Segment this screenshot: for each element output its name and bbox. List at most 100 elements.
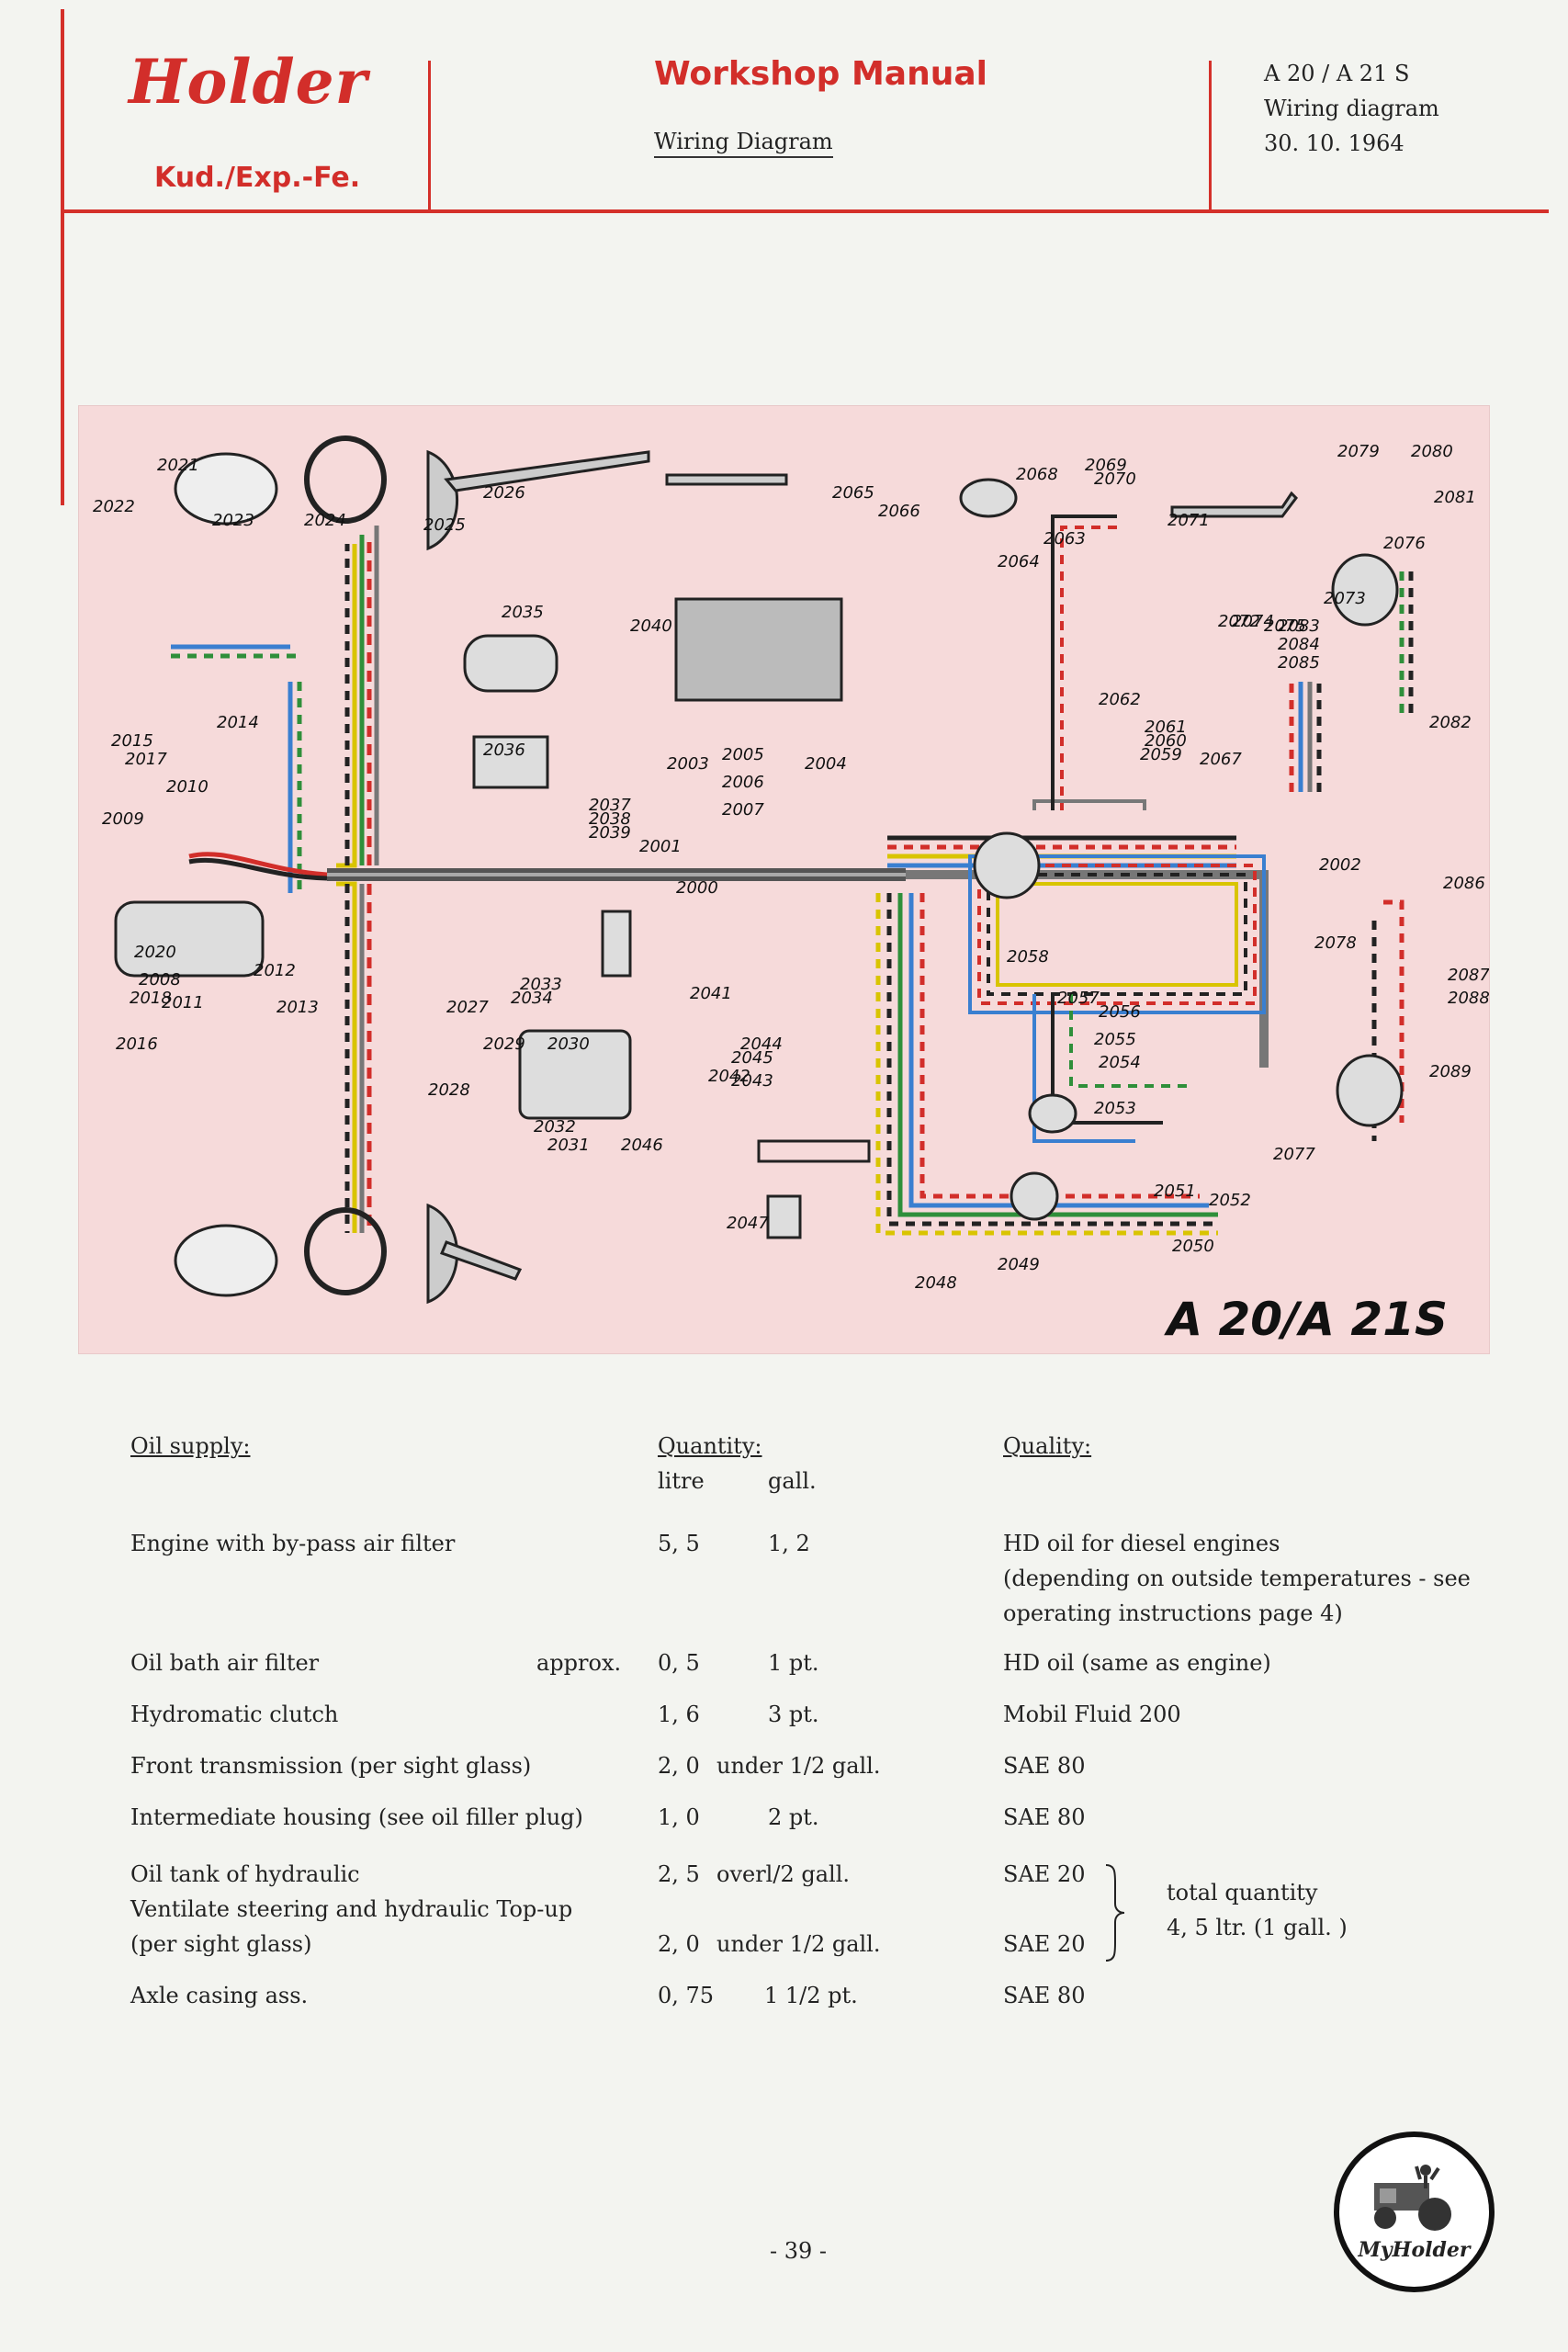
part-number-2022: 2022 [93, 497, 135, 516]
part-number-2048: 2048 [915, 1273, 957, 1293]
quality-heading: Quality: [1003, 1433, 1092, 1459]
hydraulic-quality-1: SAE 20 [1003, 1861, 1086, 1887]
part-number-2047: 2047 [727, 1214, 769, 1233]
part-number-2041: 2041 [690, 984, 732, 1003]
part-number-2085: 2085 [1278, 653, 1320, 673]
part-number-2058: 2058 [1007, 947, 1049, 967]
part-number-2005: 2005 [722, 745, 764, 764]
part-number-2082: 2082 [1429, 713, 1472, 732]
part-number-2034: 2034 [511, 989, 553, 1008]
main-harness [171, 526, 906, 1233]
part-number-2043: 2043 [731, 1071, 773, 1091]
oil-row-quality: Mobil Fluid 200 [1003, 1702, 1181, 1727]
part-number-2049: 2049 [998, 1255, 1040, 1274]
part-number-2089: 2089 [1429, 1062, 1472, 1081]
part-number-2039: 2039 [589, 823, 631, 842]
part-number-2036: 2036 [483, 741, 525, 760]
part-number-2038: 2038 [589, 809, 631, 829]
part-number-2018: 2018 [130, 989, 172, 1008]
model-name: A 20 / A 21 S [1264, 61, 1410, 86]
right-harness [875, 571, 1414, 1236]
hydraulic-item-line-2: Ventilate steering and hydraulic Top-up [130, 1896, 573, 1922]
part-number-2031: 2031 [547, 1136, 590, 1155]
oil-row-litre: 1, 0 [658, 1804, 700, 1830]
axle-gall: 1 1/2 pt. [764, 1983, 858, 2008]
part-number-2013: 2013 [276, 998, 319, 1017]
part-number-2065: 2065 [832, 483, 874, 503]
logo-text: MyHolder [1358, 2238, 1471, 2262]
part-number-2045: 2045 [731, 1048, 773, 1068]
part-number-2020: 2020 [134, 943, 176, 962]
hydraulic-gall-1: overl/2 gall. [716, 1861, 850, 1887]
part-number-2067: 2067 [1200, 750, 1242, 769]
part-number-2026: 2026 [483, 483, 525, 503]
part-number-2003: 2003 [667, 754, 709, 774]
oil-row-item: Intermediate housing (see oil filler plu… [130, 1804, 583, 1830]
part-number-2062: 2062 [1099, 690, 1141, 709]
part-number-2071: 2071 [1168, 511, 1210, 530]
oil-row-item: Front transmission (per sight glass) [130, 1753, 532, 1779]
part-number-2016: 2016 [116, 1035, 158, 1054]
department-code: Kud./Exp.-Fe. [154, 162, 361, 194]
oil-row-litre: 1, 6 [658, 1702, 700, 1727]
part-number-2032: 2032 [534, 1117, 576, 1136]
oil-row-quality: SAE 80 [1003, 1804, 1086, 1830]
part-number-2000: 2000 [676, 878, 718, 898]
part-number-2052: 2052 [1209, 1191, 1251, 1210]
part-number-2055: 2055 [1094, 1030, 1136, 1049]
hydraulic-qty-2: 2, 0 [658, 1931, 700, 1957]
header-horizontal-rule [61, 209, 1549, 213]
oil-row-item: Oil bath air filter [130, 1650, 320, 1676]
part-number-2014: 2014 [217, 713, 259, 732]
part-number-2072: 2072 [1218, 612, 1260, 631]
page-number: - 39 - [770, 2238, 828, 2264]
header-left-vertical-rule [61, 9, 64, 505]
page-title: Workshop Manual [654, 55, 987, 93]
oil-row-litre: 2, 0 [658, 1753, 700, 1779]
part-number-2011: 2011 [162, 993, 204, 1012]
part-number-2021: 2021 [157, 456, 199, 475]
part-number-2053: 2053 [1094, 1099, 1136, 1118]
part-number-2056: 2056 [1099, 1002, 1141, 1022]
part-number-2012: 2012 [254, 961, 296, 980]
part-number-2073: 2073 [1324, 589, 1366, 608]
oil-row-quality: HD oil (same as engine) [1003, 1650, 1271, 1676]
part-number-2025: 2025 [423, 515, 466, 535]
part-number-2028: 2028 [428, 1080, 470, 1100]
part-number-2080: 2080 [1411, 442, 1453, 461]
document-date: 30. 10. 1964 [1264, 130, 1404, 156]
part-number-2024: 2024 [304, 511, 346, 530]
part-number-2087: 2087 [1448, 966, 1489, 985]
oil-row-quality: operating instructions page 4) [1003, 1600, 1343, 1626]
total-quantity-label: total quantity [1167, 1880, 1318, 1905]
part-number-2068: 2068 [1016, 465, 1058, 484]
hydraulic-item-line-3: (per sight glass) [130, 1931, 312, 1957]
part-number-2023: 2023 [212, 511, 254, 530]
header-divider-2 [1209, 61, 1212, 209]
part-number-2008: 2008 [139, 970, 181, 989]
oil-row-quality: HD oil for diesel engines [1003, 1531, 1280, 1556]
document-type: Wiring diagram [1264, 96, 1439, 121]
part-number-2029: 2029 [483, 1035, 525, 1054]
oil-supply-heading: Oil supply: [130, 1433, 251, 1459]
part-number-2083: 2083 [1278, 616, 1320, 636]
part-number-2050: 2050 [1172, 1237, 1214, 1256]
part-number-2078: 2078 [1314, 933, 1357, 953]
oil-row-litre: 5, 5 [658, 1531, 700, 1556]
part-number-2040: 2040 [630, 616, 672, 636]
part-number-2060: 2060 [1145, 731, 1187, 751]
oil-row-approx: approx. [536, 1650, 622, 1676]
part-number-2074: 2074 [1232, 612, 1274, 631]
myholder-logo: MyHolder [1334, 2132, 1495, 2292]
part-number-2084: 2084 [1278, 635, 1320, 654]
part-number-2051: 2051 [1154, 1182, 1196, 1201]
unit-litre: litre [658, 1468, 705, 1494]
header-divider-1 [428, 61, 431, 209]
axle-item: Axle casing ass. [130, 1983, 309, 2008]
oil-row-gall: under 1/2 gall. [716, 1753, 881, 1779]
part-number-2042: 2042 [708, 1067, 750, 1086]
part-number-2002: 2002 [1319, 855, 1361, 875]
part-number-2030: 2030 [547, 1035, 590, 1054]
